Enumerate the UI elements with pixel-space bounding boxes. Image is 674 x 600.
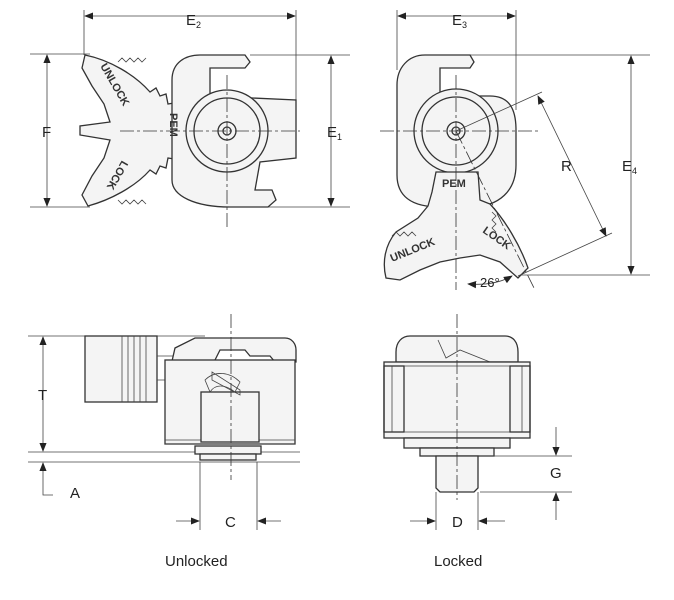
dim-label-a: A bbox=[70, 485, 80, 502]
dim-label-d: D bbox=[452, 514, 463, 531]
side-view-locked: G D Locked bbox=[383, 314, 572, 570]
dim-label-r: R bbox=[561, 158, 572, 175]
dim-label-angle: 26° bbox=[480, 275, 500, 290]
base-flange bbox=[194, 445, 262, 455]
caption-locked: Locked bbox=[434, 553, 482, 570]
stamp-pem-locked: PEM bbox=[442, 178, 466, 190]
dim-label-f: F bbox=[42, 124, 51, 141]
dim-label-e3: E3 bbox=[452, 12, 467, 30]
dim-leader-a bbox=[42, 474, 53, 496]
locating-pin bbox=[435, 455, 479, 493]
dim-label-t: T bbox=[38, 387, 47, 404]
knurl-edge bbox=[117, 199, 147, 205]
knurl-right bbox=[509, 365, 531, 433]
knurl-edge bbox=[391, 231, 417, 237]
radius-extension bbox=[455, 91, 543, 132]
center-line-radial bbox=[455, 130, 536, 291]
dim-label-e1: E1 bbox=[327, 124, 342, 142]
dim-line-r bbox=[537, 95, 607, 237]
caption-unlocked: Unlocked bbox=[165, 553, 228, 570]
radius-extension bbox=[517, 232, 613, 277]
dim-label-e2: E2 bbox=[186, 12, 201, 30]
housing-detail bbox=[437, 339, 491, 363]
top-view-locked: PEM UNLOCK LOCK R 26° E3 E4 bbox=[380, 10, 650, 291]
knurl-edge bbox=[117, 57, 147, 63]
top-view-unlocked: PEM UNLOCK LOCK E2 F E1 bbox=[30, 10, 350, 228]
knurl-edge bbox=[491, 211, 497, 233]
base-collar bbox=[199, 453, 257, 461]
knurl-left bbox=[383, 365, 405, 433]
handle-block bbox=[84, 335, 158, 403]
stamp-pem-unlocked: PEM bbox=[167, 113, 179, 137]
dim-label-e4: E4 bbox=[622, 158, 637, 176]
dim-label-g: G bbox=[550, 465, 562, 482]
wing-handle-unlocked bbox=[79, 54, 191, 207]
dim-arc-angle bbox=[467, 275, 513, 289]
dim-label-c: C bbox=[225, 514, 236, 531]
side-view-unlocked: T A C Unlocked bbox=[28, 314, 300, 570]
inner-shank bbox=[200, 391, 260, 443]
